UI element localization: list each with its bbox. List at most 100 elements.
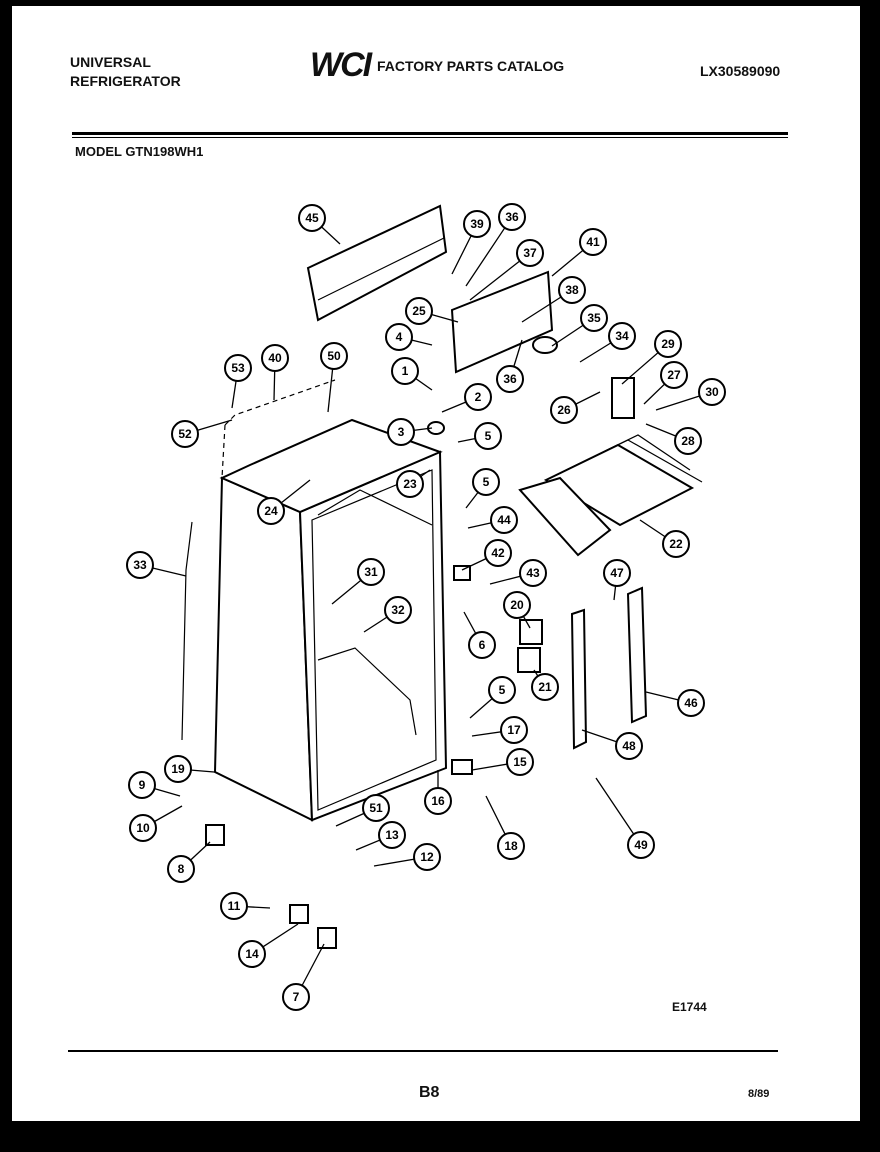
callout-circle [660, 361, 688, 389]
top-cover-part [306, 204, 448, 322]
callout-label: 36 [505, 210, 519, 224]
callout-15: 15 [471, 748, 534, 776]
callout-14: 14 [238, 923, 299, 968]
callout-label: 21 [538, 680, 552, 694]
callout-25: 25 [405, 297, 459, 325]
callout-circle [608, 322, 636, 350]
callout-32: 32 [363, 596, 412, 633]
callout-circle [378, 821, 406, 849]
callout-circle [405, 297, 433, 325]
callout-circle [506, 748, 534, 776]
callout-label: 50 [327, 349, 341, 363]
header-rule [72, 132, 788, 135]
callout-circle [391, 357, 419, 385]
callout-circle [519, 559, 547, 587]
callout-10: 10 [129, 805, 183, 842]
callout-label: 40 [268, 351, 282, 365]
bracket-part-7 [317, 927, 337, 949]
callout-33: 33 [126, 551, 187, 579]
page-date: 8/89 [748, 1088, 770, 1100]
callout-26: 26 [550, 391, 601, 424]
callout-circle [357, 558, 385, 586]
callout-circle [472, 468, 500, 496]
callout-circle [474, 422, 502, 450]
callout-circle [603, 559, 631, 587]
callout-53: 53 [224, 354, 252, 409]
callout-circle [413, 843, 441, 871]
callout-label: 5 [499, 683, 506, 697]
callout-36: 36 [465, 203, 526, 287]
callout-circle [220, 892, 248, 920]
callout-circle [698, 378, 726, 406]
callout-circle [500, 716, 528, 744]
callout-label: 30 [705, 385, 719, 399]
callout-circle [615, 732, 643, 760]
callout-11: 11 [220, 892, 271, 920]
lamp-socket-part [532, 336, 558, 354]
callout-38: 38 [521, 276, 586, 323]
callout-19: 19 [164, 755, 215, 783]
callout-42: 42 [461, 539, 512, 571]
callout-label: 25 [412, 304, 426, 318]
callout-circle [396, 470, 424, 498]
callout-13: 13 [355, 821, 406, 851]
callout-circle [224, 354, 252, 382]
callout-circle [490, 506, 518, 534]
control-panel-part [450, 270, 554, 374]
callout-circle [558, 276, 586, 304]
callout-circle [674, 427, 702, 455]
bracket-part-8 [205, 824, 225, 846]
callout-circle [498, 203, 526, 231]
callout-49: 49 [595, 777, 655, 859]
callout-50: 50 [320, 342, 348, 413]
callout-circle [164, 755, 192, 783]
callout-circle [677, 689, 705, 717]
callout-label: 5 [485, 429, 492, 443]
callout-label: 28 [681, 434, 695, 448]
brand-line1: UNIVERSAL [70, 54, 151, 70]
evaporator-part [518, 434, 703, 557]
callout-label: 12 [420, 850, 434, 864]
callout-label: 9 [139, 778, 146, 792]
callout-label: 18 [504, 839, 518, 853]
callout-8: 8 [167, 841, 211, 883]
rail-48 [570, 608, 588, 750]
callout-circle [579, 228, 607, 256]
callout-label: 35 [587, 311, 601, 325]
callout-circle [496, 365, 524, 393]
callout-circle [627, 831, 655, 859]
callout-label: 17 [507, 723, 521, 737]
callout-2: 2 [441, 383, 492, 413]
callout-label: 43 [526, 566, 540, 580]
callout-4: 4 [385, 323, 433, 351]
callout-circle [464, 383, 492, 411]
figure-id: E1744 [672, 1000, 707, 1014]
callout-circle [282, 983, 310, 1011]
callout-20: 20 [503, 591, 531, 629]
callout-40: 40 [261, 344, 289, 401]
callout-label: 19 [171, 762, 185, 776]
callout-label: 39 [470, 217, 484, 231]
thermostat-part [611, 377, 635, 419]
callout-48: 48 [581, 729, 643, 760]
callout-28: 28 [645, 423, 702, 455]
callout-label: 41 [586, 235, 600, 249]
callout-label: 10 [136, 821, 150, 835]
callout-29: 29 [621, 330, 682, 385]
callout-label: 47 [610, 566, 624, 580]
cabinet-shell [213, 379, 448, 822]
footer-rule [68, 1050, 778, 1052]
callout-17: 17 [471, 716, 528, 744]
callout-circle [167, 855, 195, 883]
callout-label: 16 [431, 794, 445, 808]
callout-5: 5 [469, 676, 516, 719]
callout-circle [503, 591, 531, 619]
callout-36: 36 [496, 339, 524, 393]
callout-circle [128, 771, 156, 799]
callout-circle [387, 418, 415, 446]
callout-circle [516, 239, 544, 267]
callout-circle [531, 673, 559, 701]
hinge-part-42 [453, 565, 471, 581]
